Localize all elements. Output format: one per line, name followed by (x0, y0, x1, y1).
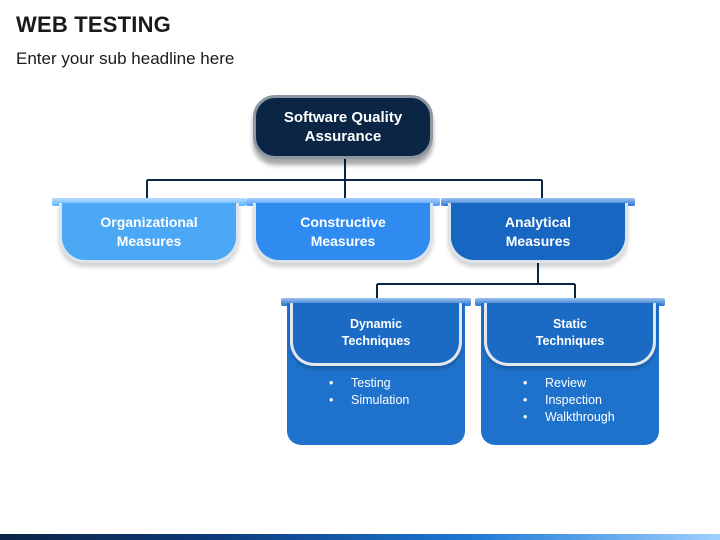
node-constructive-label-line2: Measures (310, 232, 376, 249)
node-organizational-tab (52, 198, 246, 206)
node-root-label-line2: Assurance (304, 128, 382, 145)
node-dynamic-tab (281, 298, 471, 306)
node-organizational-measures: Organizational Measures (59, 203, 239, 263)
node-constructive-measures: Constructive Measures (253, 203, 433, 263)
node-analytical-label-line2: Measures (505, 232, 571, 249)
node-static-list: Review Inspection Walkthrough (523, 375, 615, 426)
node-organizational-label-line1: Organizational (100, 214, 198, 231)
node-root-label-line1: Software Quality (283, 108, 403, 126)
node-static-header: Static Techniques (484, 303, 656, 366)
node-dynamic-techniques: Dynamic Techniques Testing Simulation (287, 303, 465, 445)
list-item: Walkthrough (523, 409, 615, 426)
list-item: Testing (329, 375, 409, 392)
node-dynamic-label-line2: Techniques (341, 334, 411, 348)
node-organizational-label-line2: Measures (116, 232, 182, 249)
node-analytical-label-line1: Analytical (504, 214, 572, 231)
node-static-label-line1: Static (552, 317, 588, 332)
node-constructive-tab (246, 198, 440, 206)
node-static-tab (475, 298, 665, 306)
list-item: Review (523, 375, 615, 392)
node-dynamic-label-line1: Dynamic (349, 317, 403, 332)
node-static-techniques: Static Techniques Review Inspection Walk… (481, 303, 659, 445)
node-static-label-line2: Techniques (535, 334, 605, 348)
node-analytical-tab (441, 198, 635, 206)
node-dynamic-list: Testing Simulation (329, 375, 409, 409)
page-subtitle: Enter your sub headline here (16, 49, 235, 68)
footer-accent-bar (0, 534, 720, 540)
list-item: Inspection (523, 392, 615, 409)
node-dynamic-header: Dynamic Techniques (290, 303, 462, 366)
node-software-quality-assurance: Software Quality Assurance (253, 95, 433, 159)
list-item: Simulation (329, 392, 409, 409)
page-title: WEB TESTING (16, 12, 171, 37)
node-analytical-measures: Analytical Measures (448, 203, 628, 263)
node-constructive-label-line1: Constructive (300, 214, 386, 231)
